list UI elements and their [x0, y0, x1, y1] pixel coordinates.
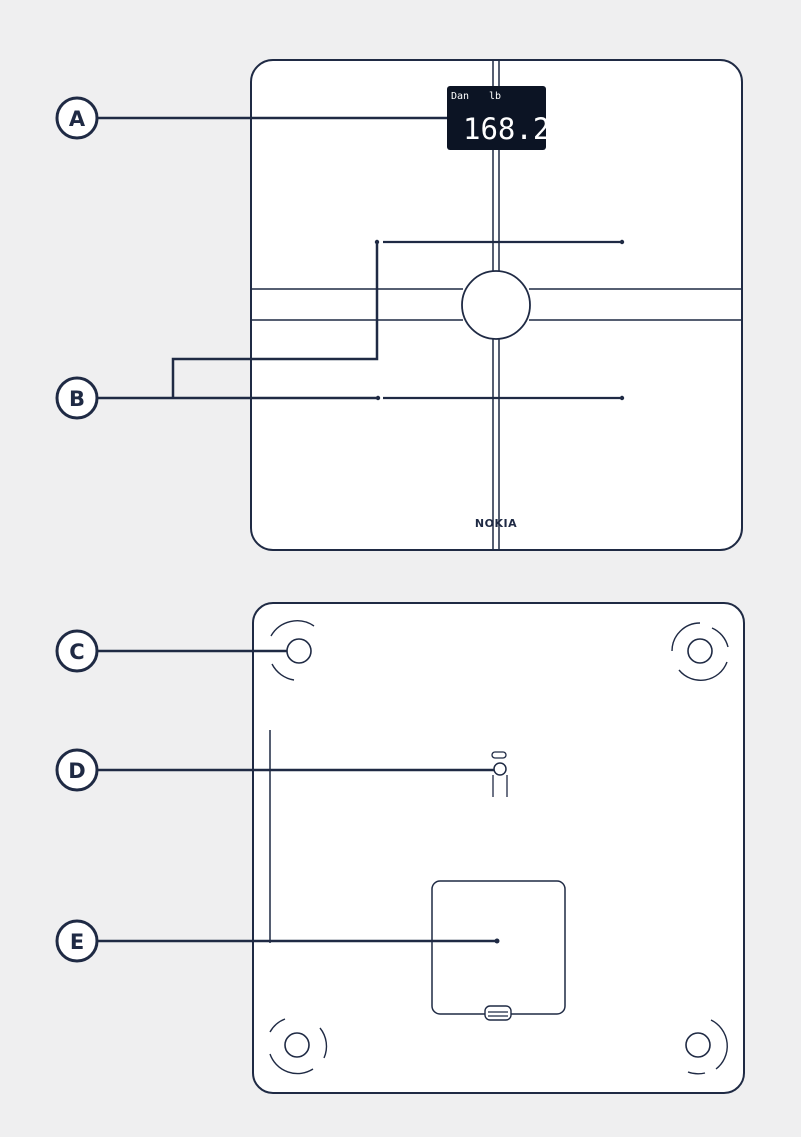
- callout-badge-d: D: [55, 748, 99, 792]
- arrow-tip: [619, 239, 625, 245]
- callout-label-a: A: [69, 107, 86, 131]
- callout-badge-e: E: [55, 919, 99, 963]
- arrow-tip: [619, 395, 625, 401]
- foot-top-right: [671, 622, 729, 682]
- foot-bottom-right: [685, 1019, 728, 1075]
- foot-bottom-left: [269, 1018, 328, 1075]
- display-user: Dan: [451, 91, 469, 102]
- callout-label-c: C: [69, 640, 84, 664]
- leader-b-upper: [171, 242, 379, 398]
- arrow-tip: [375, 395, 381, 401]
- callout-badge-a: A: [55, 96, 99, 140]
- callout-label-d: D: [68, 759, 85, 783]
- battery-door: [431, 880, 566, 1021]
- arrow-tip: [494, 938, 500, 944]
- scale-top-view: Dan lb 168.2 NOKIA: [250, 59, 743, 551]
- callout-badge-b: B: [55, 376, 99, 420]
- display-weight: 168.2: [463, 112, 550, 146]
- callout-label-e: E: [70, 930, 84, 954]
- scale-bottom-body: [252, 602, 745, 1094]
- foot-top-left: [270, 620, 315, 681]
- scale-bottom-view: [252, 602, 745, 1094]
- display-unit: lb: [489, 91, 501, 102]
- callout-leaders: [98, 116, 500, 944]
- callout-badge-c: C: [55, 629, 99, 673]
- center-sensor-circle: [461, 270, 531, 340]
- brand-logo: NOKIA: [475, 517, 517, 530]
- callout-label-b: B: [69, 387, 85, 411]
- scale-display: [447, 86, 546, 150]
